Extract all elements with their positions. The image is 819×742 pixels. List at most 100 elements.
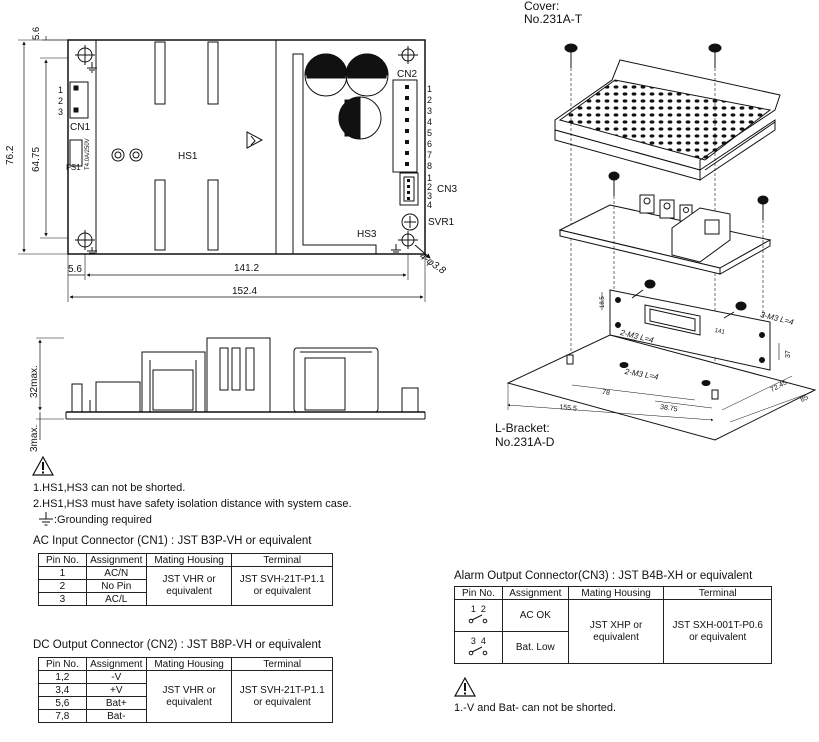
- col-header: Mating Housing: [567, 586, 665, 600]
- note-2: 2.HS1,HS3 must have safety isolation dis…: [33, 498, 352, 510]
- col-header: Mating Housing: [145, 657, 233, 671]
- assignment-cell: AC/N: [85, 566, 147, 580]
- cn2-pin: 1: [427, 84, 433, 94]
- bracket-part-number: No.231A-D: [495, 435, 555, 449]
- col-header: Terminal: [231, 553, 333, 567]
- warning-icon: [32, 456, 54, 476]
- dim-38-75: 38.75: [659, 403, 678, 414]
- dim-5-6-top: 5.6: [31, 26, 42, 40]
- ground-symbol-icon: [87, 247, 97, 254]
- assignment-cell: AC/L: [85, 592, 147, 606]
- heatsink-hs3: [292, 53, 377, 255]
- screw-icon: [564, 43, 578, 360]
- terminal-cell: JST SXH-001T-P0.6 or equivalent: [663, 599, 772, 664]
- screw-icon: [608, 171, 620, 290]
- cover-part: [554, 59, 781, 181]
- col-header: Terminal: [231, 657, 333, 671]
- hs1-slot: [207, 179, 219, 251]
- pin-cell: 1: [38, 566, 87, 580]
- cn2-pin: 2: [427, 95, 433, 105]
- hs1-screw: [129, 148, 143, 162]
- pin-cell: 3: [38, 592, 87, 606]
- hs1-screw: [111, 148, 125, 162]
- side-connector: [71, 383, 83, 413]
- cn3-pin: 2: [427, 182, 433, 192]
- cn3-table-title: Alarm Output Connector(CN3) : JST B4B-XH…: [454, 570, 753, 582]
- dim-32max: 32max.: [29, 365, 40, 398]
- cn1-pin: 3: [58, 107, 64, 117]
- cn2-pin: 7: [427, 150, 433, 160]
- cn2-pin: 8: [427, 161, 433, 171]
- fs1-label: FS1: [66, 163, 81, 172]
- col-header: Assignment: [85, 553, 147, 567]
- hs1-slot: [207, 41, 219, 105]
- pin-number: 3 4: [470, 636, 486, 646]
- table-row: 1 2 AC OK JST XHP or equivalent JST SXH-…: [454, 599, 772, 664]
- terminal-cell: JST SVH-21T-P1.1 or equivalent: [231, 566, 333, 606]
- assignment-cell: +V: [85, 683, 147, 697]
- switch-icon: [469, 646, 488, 656]
- housing-cell: JST VHR or equivalent: [145, 670, 233, 723]
- hs3-label: HS3: [357, 229, 377, 240]
- pin-cell: 5,6: [38, 696, 87, 710]
- cn3-pin: 1: [427, 173, 433, 183]
- side-heatsink: [95, 337, 271, 412]
- hs1-slot: [154, 41, 166, 105]
- exploded-view: [506, 43, 817, 441]
- col-header: Terminal: [663, 586, 772, 600]
- svr1-label: SVR1: [428, 217, 455, 228]
- pin-cell: 3,4: [38, 683, 87, 697]
- warning-icon: [454, 677, 476, 697]
- cn1-table: Pin No. Assignment Mating Housing Termin…: [38, 553, 333, 606]
- side-capacitor: [293, 347, 379, 413]
- hs1-warning-mark: [246, 131, 264, 149]
- table-row: 7,8 Bat-: [38, 709, 333, 723]
- cover-title: Cover:: [524, 0, 560, 13]
- dim-18-5: 18.5: [600, 296, 606, 308]
- col-header: Pin No.: [38, 553, 87, 567]
- cn3-table: Pin No. Assignment Mating Housing Termin…: [454, 586, 772, 664]
- terminal-cell: JST SVH-21T-P1.1 or equivalent: [231, 670, 333, 723]
- hs1-slot: [154, 179, 166, 251]
- cn2-connector: [392, 79, 418, 173]
- hs1-screw: [132, 151, 140, 159]
- cn3-note: 1.-V and Bat- can not be shorted.: [454, 702, 617, 714]
- top-view: [18, 36, 431, 302]
- pin-cell: 3 4: [454, 631, 503, 664]
- dim-141-2: 141.2: [234, 263, 260, 274]
- cn3-pin: 4: [427, 200, 433, 210]
- assignment-cell: No Pin: [85, 579, 147, 593]
- ground-symbol-icon: [39, 512, 53, 526]
- dim-152-4: 152.4: [232, 286, 258, 297]
- heatsink-hs1: [95, 39, 277, 255]
- table-row: 3 AC/L: [38, 592, 333, 606]
- table-row: 3 4 Bat. Low: [454, 631, 772, 664]
- pin-cell: 1,2: [38, 670, 87, 684]
- note-ground: :Grounding required: [54, 514, 152, 526]
- assignment-cell: -V: [85, 670, 147, 684]
- cn2-table: Pin No. Assignment Mating Housing Termin…: [38, 657, 333, 723]
- svr1-trimmer: [401, 213, 419, 231]
- side-view: [36, 337, 426, 440]
- side-connector: [401, 387, 419, 413]
- note-1: 1.HS1,HS3 can not be shorted.: [33, 482, 186, 494]
- screw-icon: [723, 301, 747, 319]
- col-header: Assignment: [501, 586, 569, 600]
- ground-symbol-icon: [391, 244, 401, 253]
- assignment-cell: AC OK: [501, 599, 569, 632]
- table-row: 1,2 -V JST VHR or equivalent JST SVH-21T…: [38, 670, 333, 723]
- col-header: Mating Housing: [145, 553, 233, 567]
- screw-icon: [757, 195, 769, 330]
- fuse-fs1: [69, 139, 83, 167]
- col-header: Pin No.: [454, 586, 503, 600]
- cn2-pin: 6: [427, 139, 433, 149]
- table-row: 3,4 +V: [38, 683, 333, 697]
- l-bracket-part: [506, 289, 817, 441]
- dim-64-75: 64.75: [31, 146, 42, 172]
- pin-cell: 1 2: [454, 599, 503, 632]
- dim-37: 37: [785, 350, 792, 358]
- pin-number: 1 2: [470, 604, 486, 614]
- cn3-connector: [399, 172, 419, 206]
- cn1-pin: 2: [58, 96, 64, 106]
